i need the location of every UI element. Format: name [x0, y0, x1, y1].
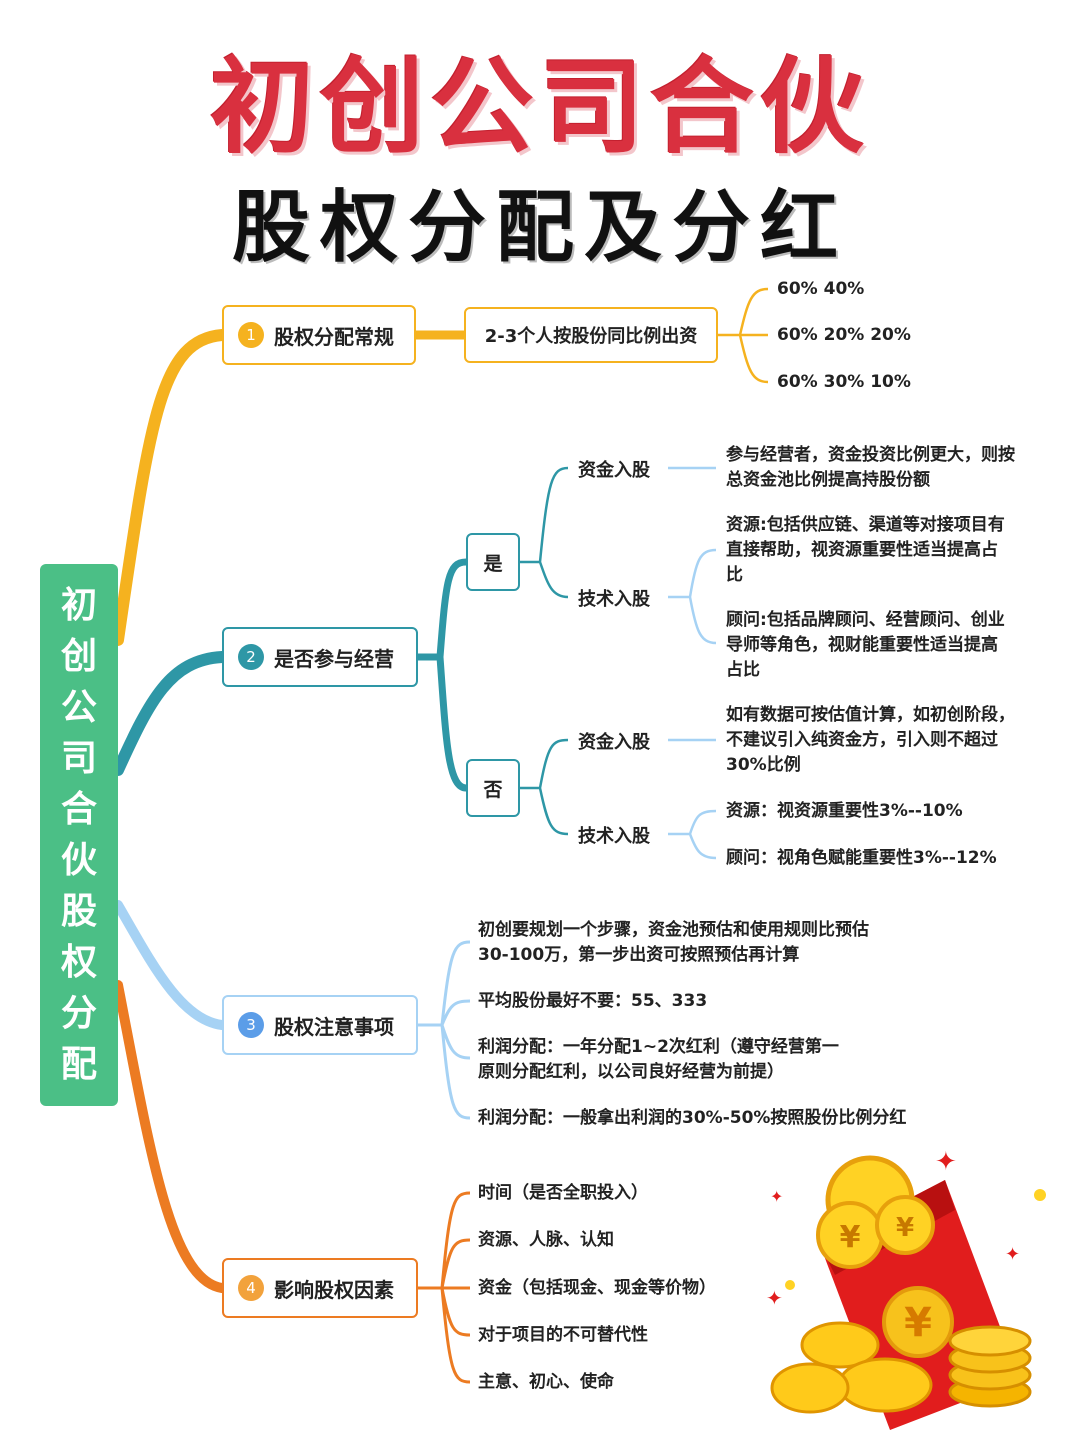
connector-yes-subs: [520, 466, 569, 599]
branch-4-number: 4: [238, 1275, 264, 1301]
svg-text:✦: ✦: [1005, 1244, 1020, 1265]
branch-4-item: 对于项目的不可替代性: [478, 1325, 648, 1345]
svg-text:✦: ✦: [935, 1147, 957, 1177]
no-capital-label: 资金入股: [578, 732, 650, 753]
connector-root-branch4: [113, 980, 227, 1293]
branch-1-number: 1: [238, 322, 264, 348]
no-node: 否: [466, 759, 520, 817]
branch-4-item: 主意、初心、使命: [478, 1372, 614, 1392]
title-line-1: 初创公司合伙: [209, 46, 870, 168]
branch-3-item: 利润分配：一般拿出利润的30%-50%按照股份比例分红: [478, 1108, 907, 1128]
connector-b3-items: [418, 940, 471, 1120]
branch-3-item: 初创要规划一个步骤，资金池预估和使用规则比预估30-100万，第一步出资可按照预…: [478, 920, 869, 965]
root-label-char: 伙: [60, 840, 97, 881]
branch-2-label: 是否参与经营: [274, 646, 394, 671]
yes-tech-label: 技术入股: [578, 589, 650, 610]
root-label-char: 股: [60, 891, 97, 932]
connector-b1-leaves: [718, 287, 769, 384]
svg-text:¥: ¥: [896, 1213, 914, 1243]
yes-capital-text: 参与经营者，资金投资比例更大，则按总资金池比例提高持股份额: [726, 445, 1015, 490]
branch-4-item: 资源、人脉、认知: [478, 1230, 614, 1250]
root-label-char: 创: [60, 636, 97, 677]
branch-4-node: 4 影响股权因素: [222, 1258, 418, 1318]
branch-3-item: 平均股份最好不要：55、333: [478, 991, 708, 1011]
branch-1-child-node: 2-3个人按股份同比例出资: [464, 307, 718, 363]
branch-2-node: 2 是否参与经营: [222, 627, 418, 687]
root-label-char: 合: [60, 789, 97, 830]
root-label-char: 分: [60, 993, 97, 1034]
root-label-char: 司: [60, 738, 97, 779]
red-envelope-coins-icon: ¥ ¥ ¥ ✦ ✦ ✦ ✦: [766, 1147, 1046, 1430]
root-label-char: 初: [60, 585, 97, 626]
branch-3-label: 股权注意事项: [274, 1014, 394, 1039]
no-capital-text: 如有数据可按估值计算，如初创阶段，不建议引入纯资金方，引入则不超过30%比例: [726, 705, 1015, 775]
connector-root-branch2: [112, 651, 228, 776]
branch-1-node: 1 股权分配常规: [222, 305, 416, 365]
connector-no-subs: [520, 738, 569, 836]
no-tech-label: 技术入股: [578, 826, 650, 847]
yes-tech-item: 资源:包括供应链、渠道等对接项目有直接帮助，视资源重要性适当提高占比: [726, 515, 1005, 585]
branch-2-number: 2: [238, 644, 264, 670]
connector-b4-items: [418, 1191, 471, 1384]
branch-1-leaf: 60% 20% 20%: [777, 325, 911, 345]
root-label-char: 公: [60, 687, 97, 728]
no-tech-item: 资源：视资源重要性3%--10%: [726, 801, 963, 821]
root-label-char: 权: [60, 942, 97, 983]
root-label-char: 配: [60, 1044, 97, 1085]
branch-3-number: 3: [238, 1012, 264, 1038]
yes-capital-label: 资金入股: [578, 460, 650, 481]
branch-4-item: 时间（是否全职投入）: [478, 1183, 648, 1203]
yes-tech-item: 顾问:包括品牌顾问、经营顾问、创业导师等角色，视财能重要性适当提高占比: [726, 610, 1005, 680]
no-tech-item: 顾问：视角色赋能重要性3%--12%: [726, 848, 997, 868]
svg-text:¥: ¥: [840, 1220, 861, 1255]
root-node: 初创公司合伙股权分配: [40, 564, 118, 1106]
branch-4-item: 资金（包括现金、现金等价物）: [478, 1278, 716, 1298]
svg-text:¥: ¥: [904, 1300, 932, 1346]
branch-1-label: 股权分配常规: [274, 324, 394, 349]
branch-3-node: 3 股权注意事项: [222, 995, 418, 1055]
branch-3-item: 利润分配：一年分配1~2次红利（遵守经营第一原则分配红利，以公司良好经营为前提）: [478, 1037, 839, 1082]
branch-4-label: 影响股权因素: [274, 1277, 394, 1302]
branch-1-leaf: 60% 30% 10%: [777, 372, 911, 392]
branch-1-leaf: 60% 40%: [777, 279, 865, 299]
svg-text:✦: ✦: [766, 1286, 783, 1310]
connector-root-branch1: [112, 329, 228, 646]
svg-text:✦: ✦: [770, 1187, 783, 1206]
connector-root-branch3: [113, 900, 227, 1030]
yes-node: 是: [466, 533, 520, 591]
connector-b2-yesno: [414, 558, 470, 792]
title-line-2: 股权分配及分红: [231, 182, 848, 273]
